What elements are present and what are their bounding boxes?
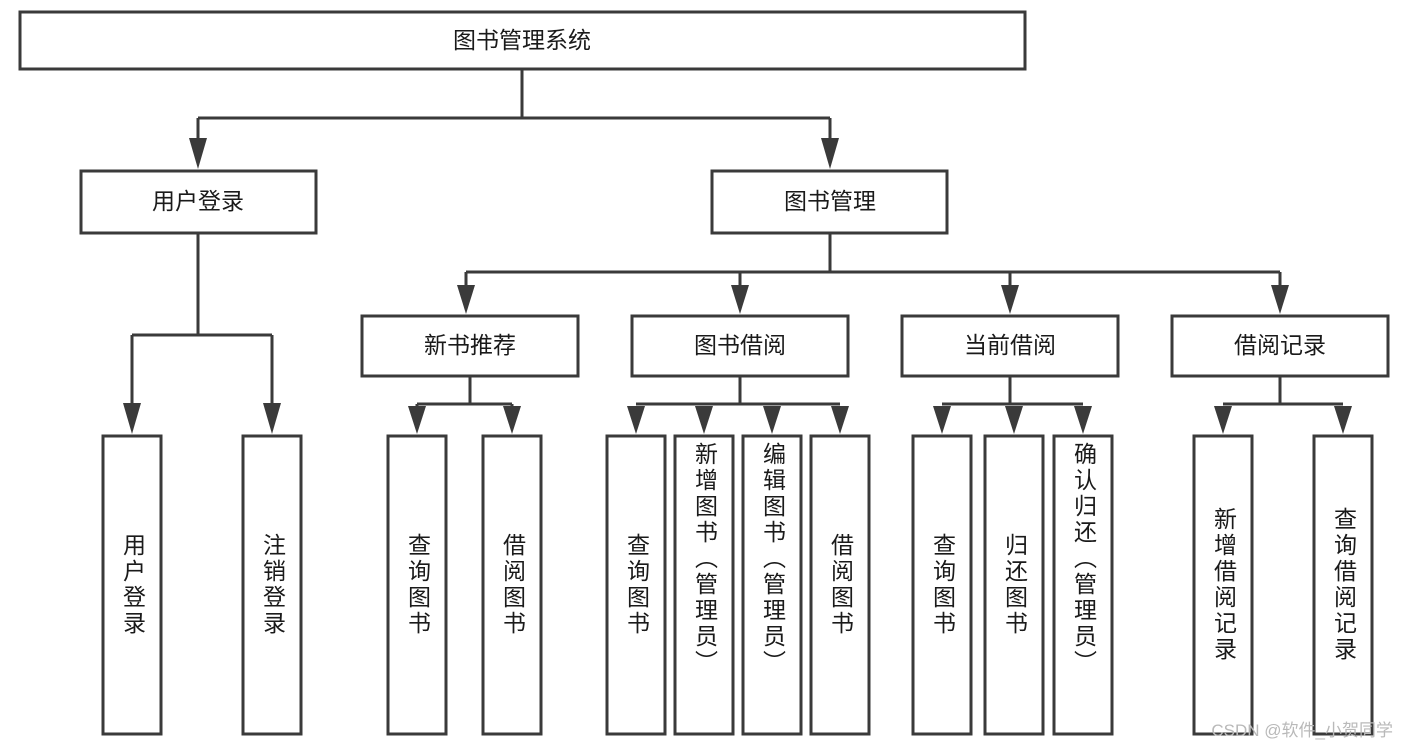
arrow-head-new-book-rec xyxy=(457,285,475,314)
arrow-head-leaf-user-login xyxy=(123,403,141,434)
arrow-head-leaf-query-record xyxy=(1334,406,1352,434)
arrow-head-leaf-add-record xyxy=(1214,406,1232,434)
arrow-head-leaf-user-logout xyxy=(263,403,281,434)
node-user-login[interactable]: 用户登录 xyxy=(79,169,318,235)
arrow-head-leaf-edit-book xyxy=(763,406,781,434)
node-leaf-add-record-box[interactable] xyxy=(1192,434,1254,736)
arrow-head-book-manage xyxy=(821,138,839,169)
node-borrow-record[interactable]: 借阅记录 xyxy=(1170,314,1390,378)
node-leaf-add-book-label: 新增图书（管理员） xyxy=(691,442,718,676)
node-current-borrow[interactable]: 当前借阅 xyxy=(900,314,1120,378)
arrow-head-leaf-query-book-1 xyxy=(408,406,426,434)
node-leaf-query-book-1-label: 查询图书 xyxy=(404,533,431,637)
node-leaf-return-book-box[interactable] xyxy=(983,434,1045,736)
node-book-borrow-box[interactable] xyxy=(630,314,850,378)
node-leaf-borrow-book-1-box[interactable] xyxy=(481,434,543,736)
node-leaf-query-book-1[interactable]: 查询图书 xyxy=(386,434,448,736)
node-leaf-user-login-box[interactable] xyxy=(101,434,163,736)
node-leaf-borrow-book-2[interactable]: 借阅图书 xyxy=(809,434,871,736)
node-leaf-query-book-2-box[interactable] xyxy=(605,434,667,736)
node-new-book-rec-label: 新书推荐 xyxy=(424,332,516,358)
node-leaf-query-book-2[interactable]: 查询图书 xyxy=(605,434,667,736)
node-book-manage[interactable]: 图书管理 xyxy=(710,169,949,235)
node-root[interactable]: 图书管理系统 xyxy=(18,10,1027,71)
node-leaf-user-logout-box[interactable] xyxy=(241,434,303,736)
node-leaf-edit-book-label: 编辑图书（管理员） xyxy=(759,442,786,676)
node-leaf-add-record[interactable]: 新增借阅记录 xyxy=(1192,434,1254,736)
node-borrow-record-label: 借阅记录 xyxy=(1234,332,1326,358)
node-leaf-add-book-box[interactable] xyxy=(673,434,735,736)
node-leaf-borrow-book-2-box[interactable] xyxy=(809,434,871,736)
arrow-head-leaf-borrow-book-1 xyxy=(503,406,521,434)
node-leaf-user-logout[interactable]: 注销登录 xyxy=(241,434,303,736)
node-new-book-rec-box[interactable] xyxy=(360,314,580,378)
arrow-head-borrow-record xyxy=(1271,285,1289,314)
arrow-head-user-login xyxy=(189,138,207,169)
node-leaf-user-login[interactable]: 用户登录 xyxy=(101,434,163,736)
node-leaf-query-book-3-label: 查询图书 xyxy=(929,533,956,637)
node-leaf-return-book[interactable]: 归还图书 xyxy=(983,434,1045,736)
node-leaf-user-logout-label: 注销登录 xyxy=(259,533,286,637)
node-leaf-confirm-return-label: 确认归还（管理员） xyxy=(1070,442,1097,676)
node-leaf-confirm-return-box[interactable] xyxy=(1052,434,1114,736)
node-leaf-query-record-box[interactable] xyxy=(1312,434,1374,736)
arrow-head-leaf-return-book xyxy=(1005,406,1023,434)
arrow-head-leaf-query-book-2 xyxy=(627,406,645,434)
node-leaf-query-book-2-label: 查询图书 xyxy=(623,533,650,637)
node-current-borrow-label: 当前借阅 xyxy=(964,332,1056,358)
arrow-head-leaf-query-book-3 xyxy=(933,406,951,434)
node-leaf-confirm-return[interactable]: 确认归还（管理员） xyxy=(1052,434,1114,736)
arrow-head-leaf-borrow-book-2 xyxy=(831,406,849,434)
node-leaf-query-book-3[interactable]: 查询图书 xyxy=(911,434,973,736)
arrow-head-leaf-add-book xyxy=(695,406,713,434)
node-leaf-edit-book-box[interactable] xyxy=(741,434,803,736)
connector-group xyxy=(123,69,1352,434)
node-book-manage-label: 图书管理 xyxy=(784,188,876,214)
node-leaf-query-record-label: 查询借阅记录 xyxy=(1330,507,1357,663)
node-leaf-query-record[interactable]: 查询借阅记录 xyxy=(1312,434,1374,736)
node-leaf-edit-book[interactable]: 编辑图书（管理员） xyxy=(741,434,803,736)
node-user-login-label: 用户登录 xyxy=(152,188,244,214)
node-leaf-borrow-book-1[interactable]: 借阅图书 xyxy=(481,434,543,736)
node-user-login-box[interactable] xyxy=(79,169,318,235)
arrow-head-book-borrow xyxy=(731,285,749,314)
node-borrow-record-box[interactable] xyxy=(1170,314,1390,378)
node-leaf-return-book-label: 归还图书 xyxy=(1001,533,1028,637)
node-book-borrow[interactable]: 图书借阅 xyxy=(630,314,850,378)
arrow-head-leaf-confirm-return xyxy=(1074,406,1092,434)
node-leaf-add-book[interactable]: 新增图书（管理员） xyxy=(673,434,735,736)
node-book-borrow-label: 图书借阅 xyxy=(694,332,786,358)
node-current-borrow-box[interactable] xyxy=(900,314,1120,378)
node-leaf-borrow-book-1-label: 借阅图书 xyxy=(499,533,526,637)
node-new-book-rec[interactable]: 新书推荐 xyxy=(360,314,580,378)
node-leaf-user-login-label: 用户登录 xyxy=(119,533,146,637)
node-root-box[interactable] xyxy=(18,10,1027,71)
node-leaf-query-book-3-box[interactable] xyxy=(911,434,973,736)
node-book-manage-box[interactable] xyxy=(710,169,949,235)
node-leaf-borrow-book-2-label: 借阅图书 xyxy=(827,533,854,637)
node-leaf-add-record-label: 新增借阅记录 xyxy=(1210,507,1237,663)
node-root-label: 图书管理系统 xyxy=(453,27,591,53)
node-leaf-query-book-1-box[interactable] xyxy=(386,434,448,736)
arrow-head-current-borrow xyxy=(1001,285,1019,314)
